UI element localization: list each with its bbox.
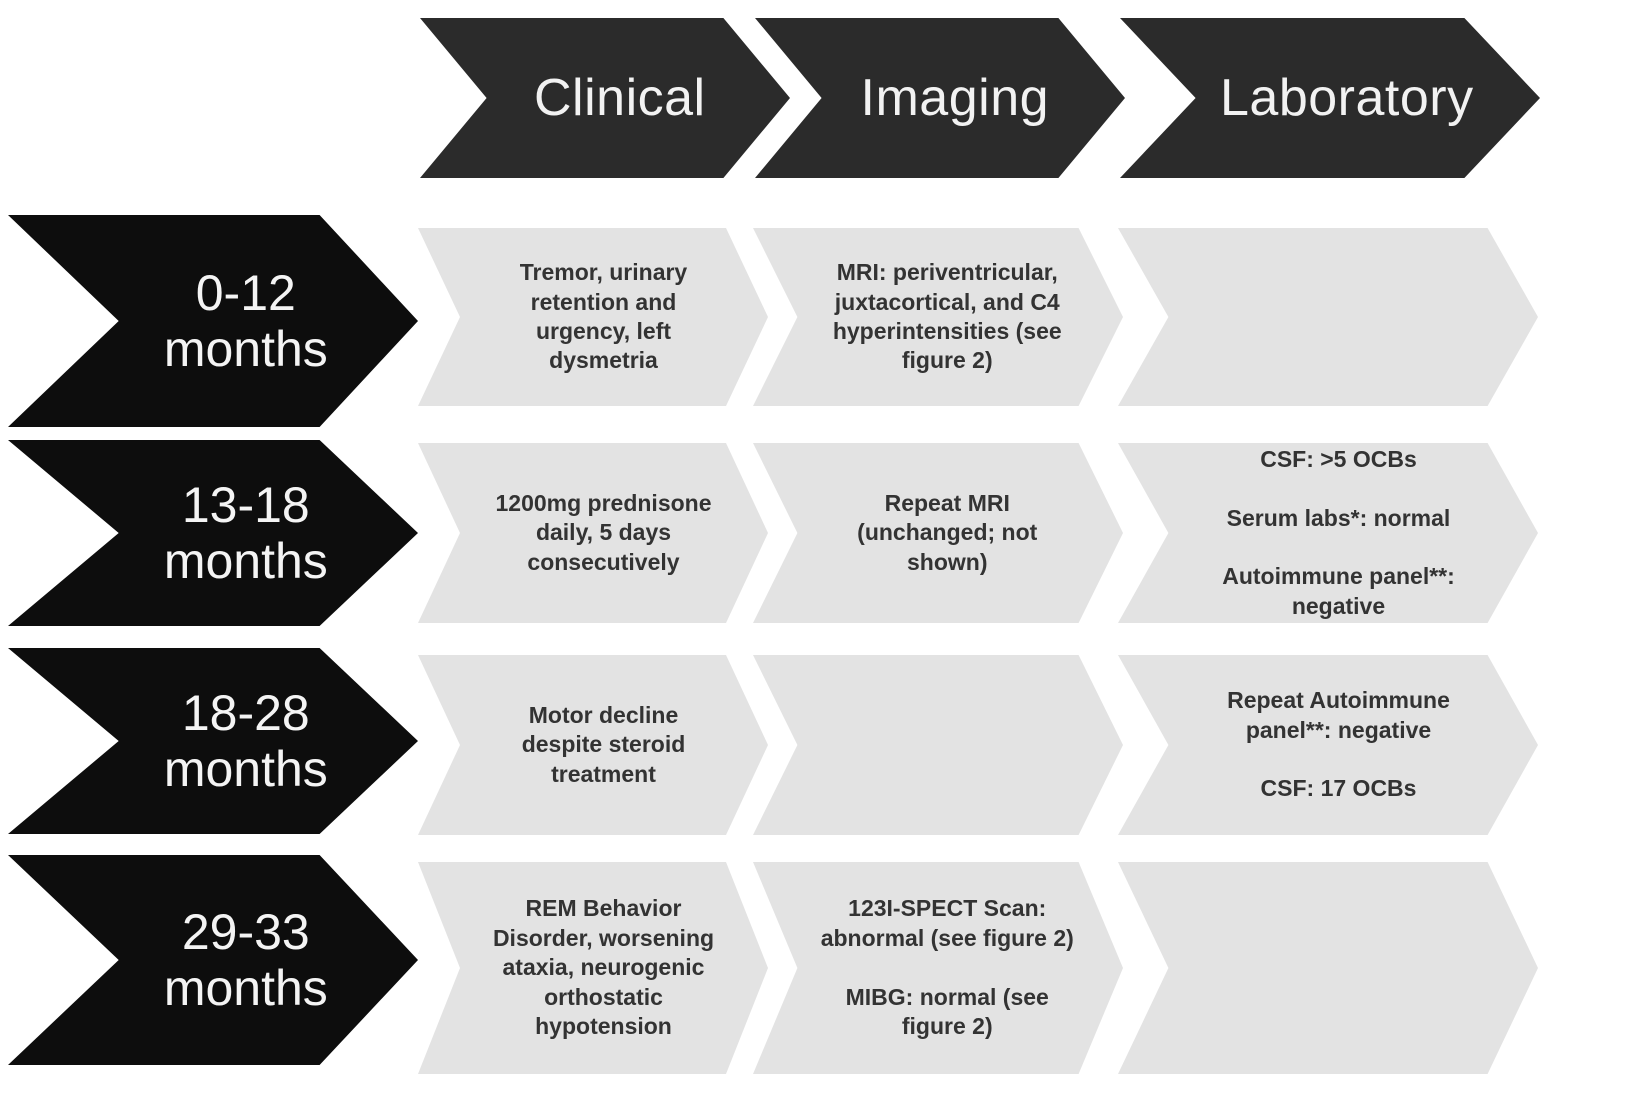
header-column-label: Imaging [860,68,1050,127]
cell-text: 1200mg prednisone daily, 5 days consecut… [495,489,712,575]
cell-row1-laboratory: CSF: >5 OCBs Serum labs*: normal Autoimm… [1118,443,1538,623]
row-time-label-1: 13-18 months [8,440,418,626]
row-time-label-text: 13-18 months [163,477,328,589]
row-time-label-text: 29-33 months [163,904,328,1016]
cell-text: Motor decline despite steroid treatment [521,701,686,787]
cell-row3-imaging: 123I-SPECT Scan: abnormal (see figure 2)… [753,862,1123,1074]
cell-row1-clinical: 1200mg prednisone daily, 5 days consecut… [418,443,768,623]
cell-text: CSF: >5 OCBs Serum labs*: normal Autoimm… [1222,445,1455,619]
row-time-label-3: 29-33 months [8,855,418,1065]
cell-row2-clinical: Motor decline despite steroid treatment [418,655,768,835]
cell-row1-imaging: Repeat MRI (unchanged; not shown) [753,443,1123,623]
row-time-label-2: 18-28 months [8,648,418,834]
cell-text: Repeat MRI (unchanged; not shown) [857,489,1038,575]
cell-text: 123I-SPECT Scan: abnormal (see figure 2)… [820,895,1074,1040]
header-column-imaging: Imaging [755,18,1125,178]
header-column-label: Clinical [533,68,706,127]
cell-row0-imaging: MRI: periventricular, juxtacortical, and… [753,228,1123,406]
cell-row0-clinical: Tremor, urinary retention and urgency, l… [418,228,768,406]
cell-text: REM Behavior Disorder, worsening ataxia,… [492,895,715,1040]
cell-row2-laboratory: Repeat Autoimmune panel**: negative CSF:… [1118,655,1538,835]
cell-text: Repeat Autoimmune panel**: negative CSF:… [1227,687,1450,802]
header-column-laboratory: Laboratory [1120,18,1540,178]
header-column-clinical: Clinical [420,18,790,178]
cell-row3-laboratory [1118,862,1538,1074]
cell-row3-clinical: REM Behavior Disorder, worsening ataxia,… [418,862,768,1074]
cell-text: MRI: periventricular, juxtacortical, and… [832,259,1062,374]
cell-text: Tremor, urinary retention and urgency, l… [519,259,688,374]
row-time-label-0: 0-12 months [8,215,418,427]
header-column-label: Laboratory [1219,68,1474,127]
row-time-label-text: 18-28 months [163,685,328,797]
cell-row2-imaging [753,655,1123,835]
cell-row0-laboratory [1118,228,1538,406]
row-time-label-text: 0-12 months [163,265,328,377]
